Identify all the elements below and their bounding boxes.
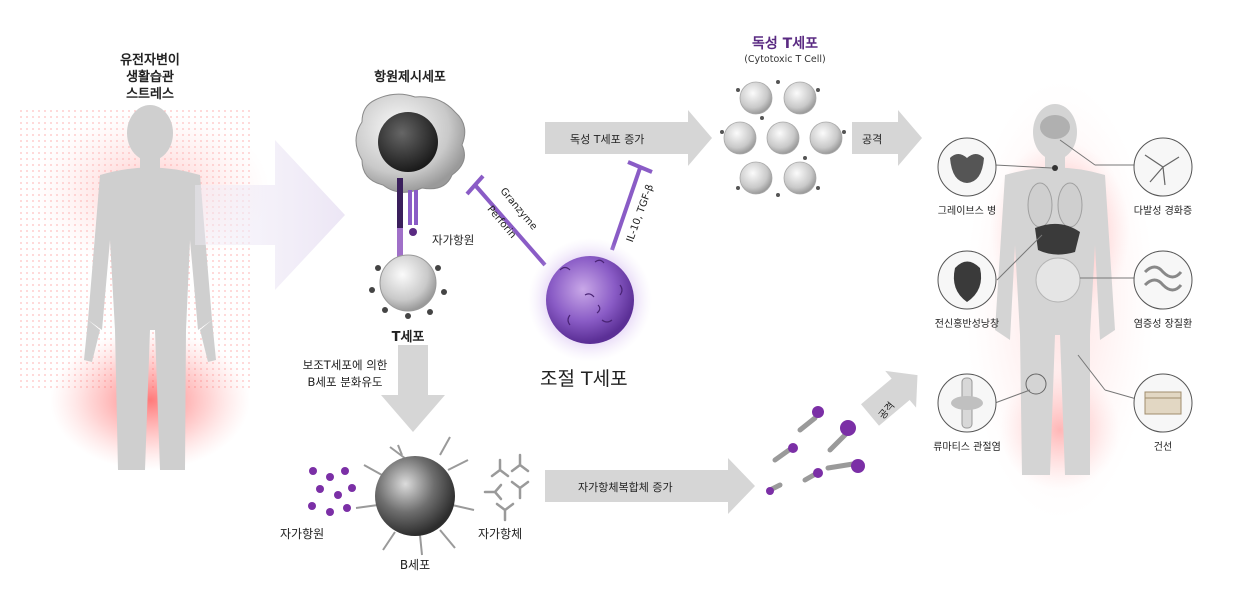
disease-sle-label: 전신홍반성낭창 <box>934 319 1000 330</box>
helper-line-2: B세포 분화유도 <box>307 375 383 389</box>
differentiation-arrow <box>381 345 445 432</box>
disease-ibd-label: 염증성 장질환 <box>1133 319 1193 330</box>
cause-genetic: 유전자변이 <box>120 53 180 68</box>
inhibition-lines <box>465 160 653 267</box>
regulatory-t-cell <box>528 238 652 362</box>
cause-stress: 스트레스 <box>126 87 174 102</box>
b-cell <box>355 436 475 556</box>
b-cell-label: B세포 <box>399 558 431 572</box>
disease-leader-lines <box>994 139 1141 404</box>
cytotoxic-title: 독성 T세포 <box>752 36 818 52</box>
disease-psoriasis-label: 건선 <box>1153 442 1173 453</box>
cytotoxic-subtitle: (Cytotoxic T Cell) <box>744 54 826 65</box>
complex-increase-label: 자가항체복합체 증가 <box>578 481 673 494</box>
cause-arrow <box>195 140 345 290</box>
disease-ra-label: 류마티스 관절염 <box>933 442 1001 453</box>
organ-brain <box>1040 115 1070 139</box>
disease-ms-label: 다발성 경화증 <box>1133 206 1193 217</box>
cytotoxic-attack-label: 공격 <box>862 133 883 146</box>
organ-intestines <box>1035 257 1081 303</box>
cytotoxic-attack-arrow <box>852 110 922 166</box>
cytotoxic-increase-label: 독성 T세포 증가 <box>570 133 645 146</box>
antigen-presenting-cell <box>355 93 466 193</box>
autoantibody-shapes <box>483 453 530 522</box>
b-autoantigen-label: 자가항원 <box>280 527 325 541</box>
left-human-figure <box>20 105 270 470</box>
organ-liver <box>1035 223 1080 255</box>
treg-label: 조절 T세포 <box>540 368 628 390</box>
complex-attack-arrow <box>861 370 918 426</box>
cause-labels: 유전자변이 생활습관 스트레스 <box>95 52 205 103</box>
cytotoxic-increase-arrow <box>545 110 712 166</box>
intestine-icon <box>1133 250 1193 310</box>
complex-increase-arrow <box>545 458 755 514</box>
mhc-tcr-complex <box>397 178 418 263</box>
apc-label: 항원제시세포 <box>374 70 446 85</box>
cause-lifestyle: 생활습관 <box>126 70 174 85</box>
autoantigen-dots <box>308 467 356 516</box>
b-autoantibody-label: 자가항체 <box>478 527 523 541</box>
helper-t-label: 보조T세포에 의한 B세포 분화유도 <box>290 357 400 391</box>
cytotoxic-t-cell-cluster <box>720 80 846 197</box>
right-human-figure <box>965 80 1155 520</box>
t-cell-autoantigen-label: 자가항원 <box>432 233 475 247</box>
immune-complexes <box>766 406 865 495</box>
disease-graves-label: 그레이브스 병 <box>937 206 997 217</box>
helper-line-1: 보조T세포에 의한 <box>302 358 388 372</box>
organ-lungs <box>1027 182 1083 228</box>
t-cell <box>369 254 447 319</box>
t-cell-label: T세포 <box>391 330 425 345</box>
